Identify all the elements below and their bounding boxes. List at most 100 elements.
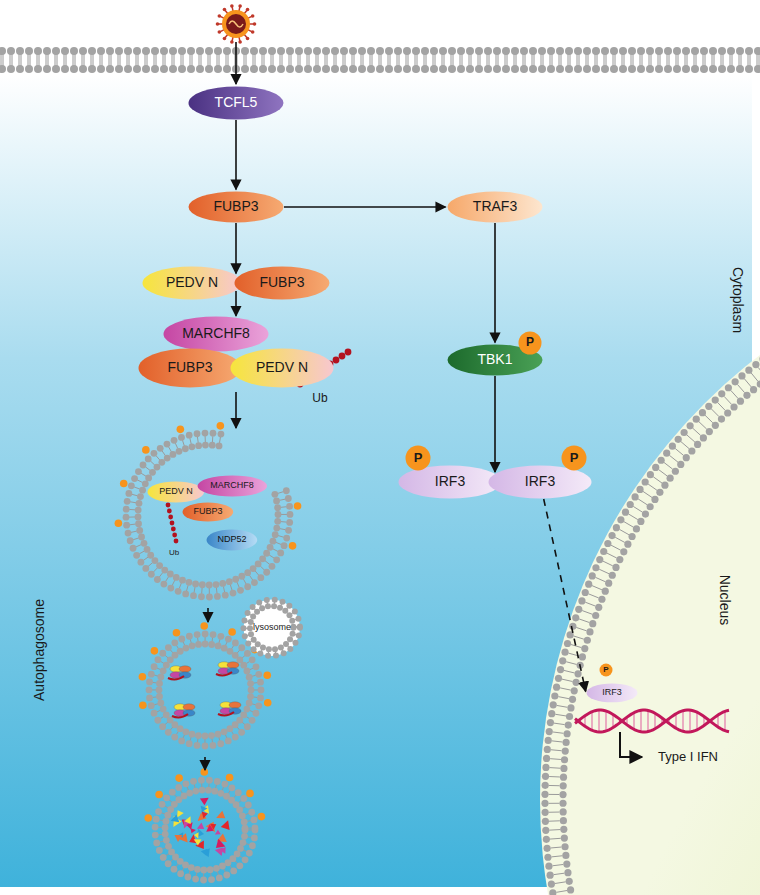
degraded-fragment [201,849,208,856]
lipid-head [165,860,172,867]
lipid-head [149,469,156,476]
lipid-head [601,47,609,55]
lipid-head [0,47,6,55]
lipid-tail [102,54,103,66]
lipid-head [258,687,265,694]
lipid-head [61,65,69,73]
lipid-head [612,564,619,571]
lipid-head [258,651,264,657]
lipid-head [170,451,177,458]
lipid-tail [165,577,168,582]
lipid-head [589,620,596,627]
lipid-tail [714,54,715,66]
lipid-head [202,631,209,638]
lipid-tail [685,54,686,66]
lipid-head [682,47,690,55]
lipid-head [238,573,245,580]
lipid-tail [243,850,247,852]
ubiquitin [166,503,171,508]
lipid-head [631,493,638,500]
lipid-head [584,637,591,644]
lipid-head [124,498,131,505]
lipid-head [162,831,169,838]
lipid-head [192,876,199,883]
lipid-head [712,396,719,403]
lipid-head [566,713,573,720]
lipid-head [547,719,554,726]
lipid-head [171,866,178,873]
lipid-tail [532,54,533,66]
lipid-head [598,596,605,603]
lipid-tail [176,864,178,867]
lipid-tail [91,54,92,66]
lipid-head [677,461,684,468]
lipid-head [156,847,163,854]
ubiquitin [168,676,184,680]
lipid-head [297,624,303,630]
lipid-tail [649,54,650,66]
ellipse-outline [399,466,502,499]
lipid-head [278,645,284,651]
lipid-head [160,854,167,861]
lipid-head [376,65,384,73]
lipid-head [0,65,6,73]
lipid-tail [153,696,157,698]
lipid-tail [280,529,286,530]
lipid-head [194,866,201,873]
spike [246,8,250,12]
lipid-head [709,47,717,55]
lipid-tail [732,54,733,66]
lipid-tail [21,54,22,66]
lipid-head [208,641,215,648]
lipid-tail [237,582,239,588]
lipid-tail [624,54,625,66]
membrane-protein [228,628,236,636]
lipid-head [164,441,171,448]
lipid-tail [651,54,652,66]
lipid-tail [660,54,661,66]
lipid-head [188,864,195,871]
lipid-tail [379,54,380,66]
lipid-head [7,47,15,55]
lipid-tail [232,645,234,648]
lipid-head [79,65,87,73]
lipid-tail [525,54,526,66]
lipid-head [283,608,289,614]
lipid-head [548,710,555,717]
lipid-head [153,816,160,823]
lipid-tail [205,436,206,442]
lipid-tail [141,473,146,476]
virus-spikes [216,4,257,44]
lipid-tail [157,668,161,670]
lipid-head [567,704,574,711]
lipid-head [70,65,78,73]
lipid-tail [19,54,20,66]
lipid-tail [579,54,580,66]
membrane-protein [115,519,123,527]
base-pair [641,710,642,732]
ellipse-outline [139,349,242,388]
lipid-tail [175,443,177,448]
lipid-tail [73,54,74,66]
lipid-head [182,591,189,598]
lipid-tail [469,54,470,66]
lipid-head [736,65,744,73]
lipid-head [171,437,178,444]
lipid-tail [156,456,160,461]
lipid-head [672,468,679,475]
lipid-head [628,47,636,55]
lipid-head [215,731,222,738]
lipid-tail [158,834,162,835]
lipid-head [304,65,312,73]
lipid-tail [222,787,224,791]
lipid-tail [168,447,171,452]
lipid-tail [194,784,196,788]
lipid-head [247,625,253,631]
lipid-tail [208,783,209,787]
lipid-head [244,723,251,730]
lipid-tail [197,437,199,443]
lipid-tail [247,836,251,838]
lipid-head [186,740,193,747]
